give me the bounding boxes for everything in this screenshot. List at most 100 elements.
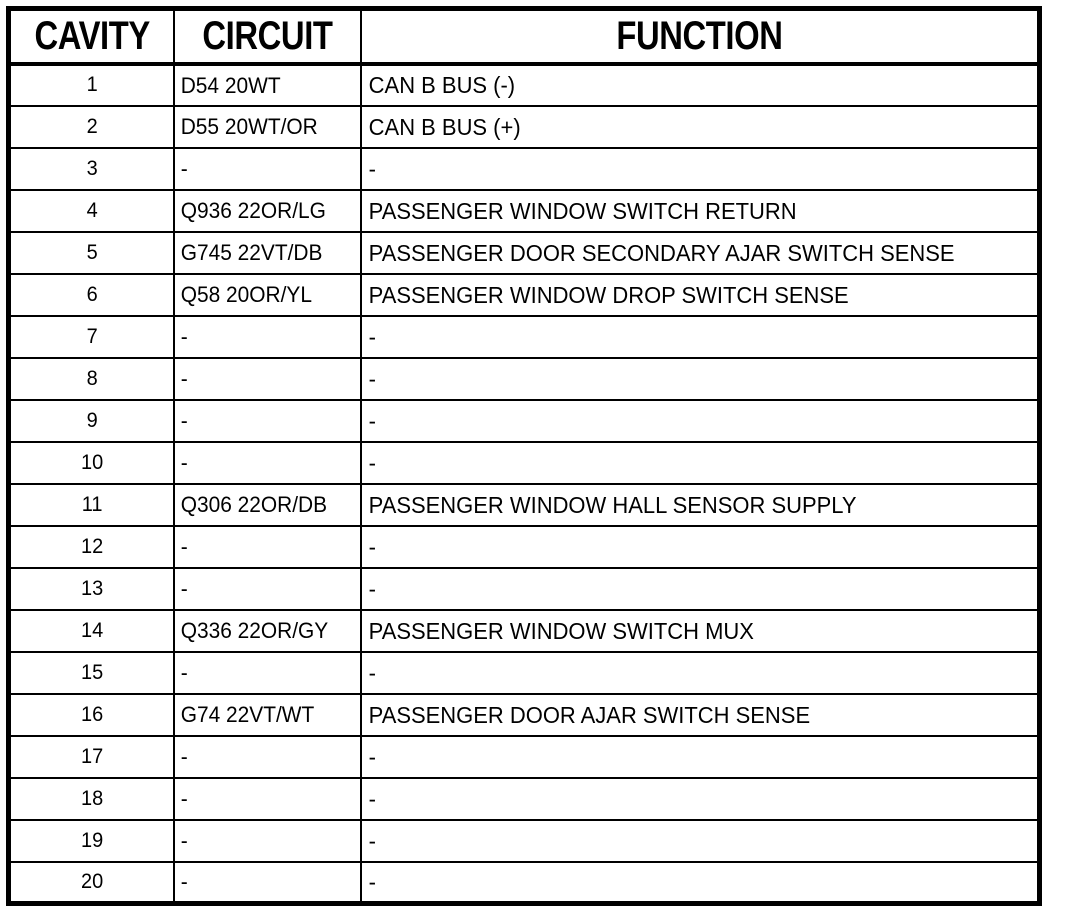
cell-circuit: Q306 22OR/DB xyxy=(173,482,363,527)
column-header-circuit-label: CIRCUIT xyxy=(202,14,334,59)
table-row: 13 - - xyxy=(7,566,1041,611)
cell-cavity: 4 xyxy=(7,188,176,233)
connector-pinout-table: CAVITY CIRCUIT FUNCTION 1 D54 20WT CAN B B… xyxy=(6,6,1042,906)
cell-function-text: - xyxy=(368,323,377,350)
cell-circuit: D55 20WT/OR xyxy=(173,104,363,149)
cell-function: - xyxy=(360,818,1041,863)
cell-cavity: 18 xyxy=(7,776,176,821)
cell-circuit-text: D55 20WT/OR xyxy=(180,114,319,139)
column-header-cavity: CAVITY xyxy=(7,7,176,66)
cell-cavity-text: 13 xyxy=(81,576,104,600)
cell-function-text: - xyxy=(368,575,377,602)
table-row: 18-- xyxy=(7,776,1041,821)
cell-cavity-text: 3 xyxy=(86,156,98,180)
cell-function-text: - xyxy=(368,155,377,182)
cell-circuit: - xyxy=(173,734,363,779)
cell-function-text: PASSENGER WINDOW SWITCH MUX xyxy=(368,617,755,644)
cell-function-text: - xyxy=(368,827,377,854)
cell-circuit: - xyxy=(173,524,363,569)
cell-function-text: - xyxy=(368,659,377,686)
cell-cavity-text: 11 xyxy=(81,492,103,516)
cell-cavity-text: 7 xyxy=(86,324,98,348)
column-header-circuit: CIRCUIT xyxy=(173,7,363,66)
cell-function-text: - xyxy=(368,365,377,392)
cell-cavity-text: 5 xyxy=(86,240,98,264)
cell-cavity-text: 6 xyxy=(86,282,98,306)
cell-circuit-text: G74 22VT/WT xyxy=(180,702,315,727)
cell-circuit-text: - xyxy=(180,576,188,601)
cell-cavity: 20 xyxy=(7,860,176,905)
cell-function: - xyxy=(360,776,1041,821)
table-row: 10 - - xyxy=(7,440,1041,485)
cell-circuit-text: - xyxy=(180,450,188,475)
table-row: 6 Q58 20OR/YL PASSENGER WINDOW DROP SWITCH… xyxy=(7,272,1041,317)
cell-cavity-text: 2 xyxy=(86,114,98,138)
cell-cavity: 17 xyxy=(7,734,176,779)
cell-circuit-text: - xyxy=(180,156,188,181)
cell-cavity-text: 20 xyxy=(81,869,104,893)
cell-cavity-text: 8 xyxy=(86,366,98,390)
cell-circuit-text: - xyxy=(180,786,188,811)
cell-function: - xyxy=(360,356,1041,401)
cell-function-text: PASSENGER WINDOW HALL SENSOR SUPPLY xyxy=(368,491,857,518)
cell-cavity-text: 1 xyxy=(86,73,98,96)
cell-cavity: 1 xyxy=(7,62,176,107)
cell-circuit-text: Q306 22OR/DB xyxy=(180,492,328,517)
table-header: CAVITY CIRCUIT FUNCTION xyxy=(7,7,1041,66)
cell-cavity-text: 14 xyxy=(81,618,104,642)
cell-circuit: Q58 20OR/YL xyxy=(173,272,363,317)
table-row: 7-- xyxy=(7,314,1041,359)
cell-cavity-text: 15 xyxy=(81,660,104,684)
table-row: 19-- xyxy=(7,818,1041,863)
cell-circuit-text: D54 20WT xyxy=(180,72,281,98)
cell-cavity-text: 10 xyxy=(81,450,104,474)
table-row: 11 Q306 22OR/DB PASSENGER WINDOW HALL SENS… xyxy=(7,482,1041,527)
cell-function: - xyxy=(360,734,1041,779)
cell-circuit-text: Q58 20OR/YL xyxy=(180,282,313,307)
connector-pinout-container: CAVITY CIRCUIT FUNCTION 1 D54 20WT CAN B B… xyxy=(6,6,1042,906)
column-header-cavity-label: CAVITY xyxy=(34,14,150,59)
cell-function-text: PASSENGER DOOR AJAR SWITCH SENSE xyxy=(368,701,811,728)
cell-function-text: CAN B BUS (-) xyxy=(368,72,516,98)
cell-circuit: - xyxy=(173,566,363,611)
cell-cavity: 16 xyxy=(7,692,176,737)
cell-circuit-text: Q336 22OR/GY xyxy=(180,618,329,643)
cell-function-text: - xyxy=(368,449,377,476)
cell-circuit-text: - xyxy=(180,408,188,433)
cell-circuit: Q936 22OR/LG xyxy=(173,188,363,233)
cell-circuit: - xyxy=(173,818,363,863)
table-row: 5 G745 22VT/DB PASSENGER DOOR SECONDARY AJ… xyxy=(7,230,1041,275)
cell-circuit-text: - xyxy=(180,534,188,559)
cell-circuit: - xyxy=(173,776,363,821)
cell-function-text: - xyxy=(368,743,377,770)
cell-function: - xyxy=(360,860,1041,905)
cell-circuit: G74 22VT/WT xyxy=(173,692,363,737)
table-row: 20-- xyxy=(7,860,1041,905)
cell-function: PASSENGER DOOR AJAR SWITCH SENSE xyxy=(360,692,1041,737)
cell-function: - xyxy=(360,314,1041,359)
cell-function: PASSENGER WINDOW HALL SENSOR SUPPLY xyxy=(360,482,1041,527)
cell-circuit: - xyxy=(173,356,363,401)
cell-function-text: PASSENGER WINDOW SWITCH RETURN xyxy=(368,197,797,224)
cell-circuit-text: G745 22VT/DB xyxy=(180,240,323,265)
table-row: 8 -- xyxy=(7,356,1041,401)
cell-cavity: 3 xyxy=(7,146,176,191)
cell-circuit-text: - xyxy=(180,828,188,853)
cell-circuit-text: - xyxy=(180,660,188,685)
cell-function-text: - xyxy=(368,785,377,812)
table-row: 14 Q336 22OR/GY PASSENGER WINDOW SWITCH MU… xyxy=(7,608,1041,653)
cell-cavity: 6 xyxy=(7,272,176,317)
cell-cavity: 8 xyxy=(7,356,176,401)
cell-circuit: D54 20WT xyxy=(173,62,363,107)
header-row: CAVITY CIRCUIT FUNCTION xyxy=(7,7,1041,66)
column-header-function-label: FUNCTION xyxy=(616,14,784,59)
cell-function: - xyxy=(360,398,1041,443)
cell-function: - xyxy=(360,524,1041,569)
table-row: 1 D54 20WT CAN B BUS (-) xyxy=(7,62,1041,107)
cell-function: PASSENGER DOOR SECONDARY AJAR SWITCH SEN… xyxy=(360,230,1041,275)
cell-cavity: 10 xyxy=(7,440,176,485)
cell-function: PASSENGER WINDOW DROP SWITCH SENSE xyxy=(360,272,1041,317)
cell-function: - xyxy=(360,146,1041,191)
